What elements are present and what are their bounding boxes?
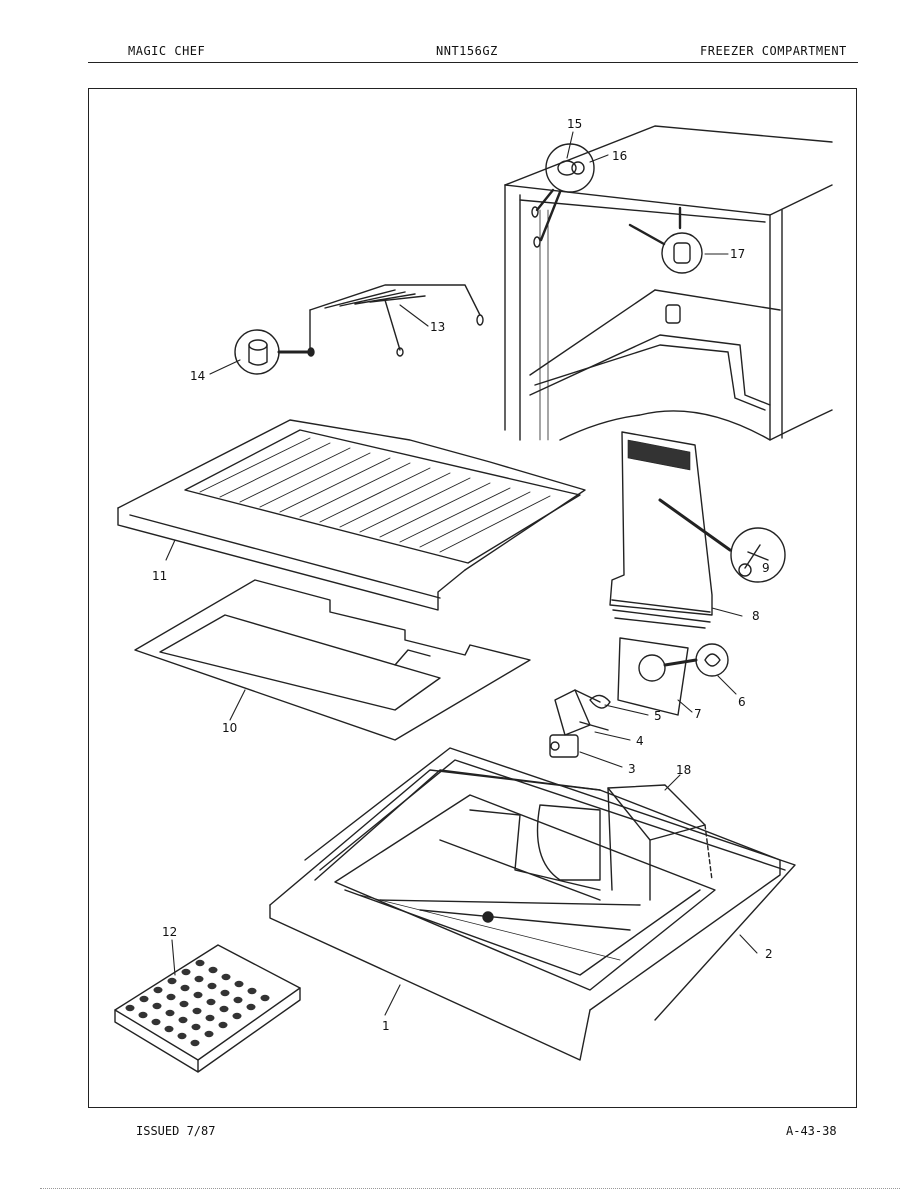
ice-cube-cell [192, 1007, 202, 1015]
ice-cube-cell [234, 980, 244, 988]
callout-15: 15 [567, 117, 582, 131]
ice-cube-cell [166, 993, 176, 1001]
ice-cube-cell [218, 1021, 228, 1029]
ice-cube-tray [114, 944, 301, 1073]
bulb-socket-detail [535, 143, 595, 242]
clip-detail [234, 329, 310, 375]
ice-cube-cell [204, 1030, 214, 1038]
callout-14: 14 [190, 369, 205, 383]
ice-cube-cell [207, 982, 217, 990]
ice-cube-cell [167, 977, 177, 985]
leader-lines [165, 131, 758, 1016]
callout-18: 18 [676, 763, 691, 777]
callout-1: 1 [382, 1019, 390, 1033]
thermostat-knob-detail [628, 206, 703, 274]
ice-cube-cell [125, 1004, 135, 1012]
ice-cube-cell [165, 1009, 175, 1017]
freezer-floor-assembly [269, 747, 796, 1061]
ice-cube-cell [208, 966, 218, 974]
ice-cube-cell [152, 1002, 162, 1010]
ice-cube-cell [260, 994, 270, 1002]
ice-cube-cell [164, 1025, 174, 1033]
callout-6: 6 [738, 695, 746, 709]
ice-cube-cell [220, 989, 230, 997]
ice-cube-cell [180, 984, 190, 992]
ice-cube-cell [139, 995, 149, 1003]
shelf-cover [307, 284, 484, 357]
ice-cube-cell [221, 973, 231, 981]
ice-cube-cell [232, 1012, 242, 1020]
bottom-rule [40, 1188, 900, 1189]
ice-cube-cell [178, 1016, 188, 1024]
header-rule [88, 62, 858, 63]
callout-9: 9 [762, 561, 770, 575]
ice-cube-cell [233, 996, 243, 1004]
shelf-panel [134, 579, 531, 741]
callout-12: 12 [162, 925, 177, 939]
ice-cube-cell [177, 1032, 187, 1040]
ice-cube-cell [205, 1014, 215, 1022]
callout-13: 13 [430, 320, 445, 334]
ice-cube-cell [193, 991, 203, 999]
ice-cube-cell [190, 1039, 200, 1047]
ice-cube-cell [181, 968, 191, 976]
freezer-shelf [117, 419, 586, 611]
ice-cube-cell [151, 1018, 161, 1026]
callout-17: 17 [730, 247, 745, 261]
ice-cube-cell [194, 975, 204, 983]
freezer-cabinet [504, 125, 833, 441]
callout-8: 8 [752, 609, 760, 623]
ice-cube-cell [219, 1005, 229, 1013]
section-title: FREEZER COMPARTMENT [700, 44, 847, 58]
page-code: A-43-38 [786, 1124, 837, 1138]
callout-4: 4 [636, 734, 644, 748]
callout-16: 16 [612, 149, 627, 163]
diagram-frame [88, 88, 857, 1108]
issued-date: ISSUED 7/87 [136, 1124, 216, 1138]
callout-3: 3 [628, 762, 636, 776]
callout-10: 10 [222, 721, 237, 735]
ice-cube-cell [179, 1000, 189, 1008]
ice-cube-cell [206, 998, 216, 1006]
ice-cube-cell [247, 987, 257, 995]
model-number: NNT156GZ [436, 44, 498, 58]
callout-11: 11 [152, 569, 167, 583]
ice-cube-cell [246, 1003, 256, 1011]
callout-5: 5 [654, 709, 662, 723]
evaporator-cover [609, 431, 786, 629]
callout-7: 7 [694, 707, 702, 721]
ice-cube-cell [191, 1023, 201, 1031]
brand-label: MAGIC CHEF [128, 44, 206, 58]
ice-cube-cell [153, 986, 163, 994]
callout-2: 2 [765, 947, 773, 961]
fan-assembly [549, 637, 729, 758]
callout-labels: 1 2 3 4 5 6 7 8 9 10 11 12 13 14 15 16 1… [152, 117, 773, 1033]
ice-cube-cell [138, 1011, 148, 1019]
ice-cube-cell [195, 959, 205, 967]
